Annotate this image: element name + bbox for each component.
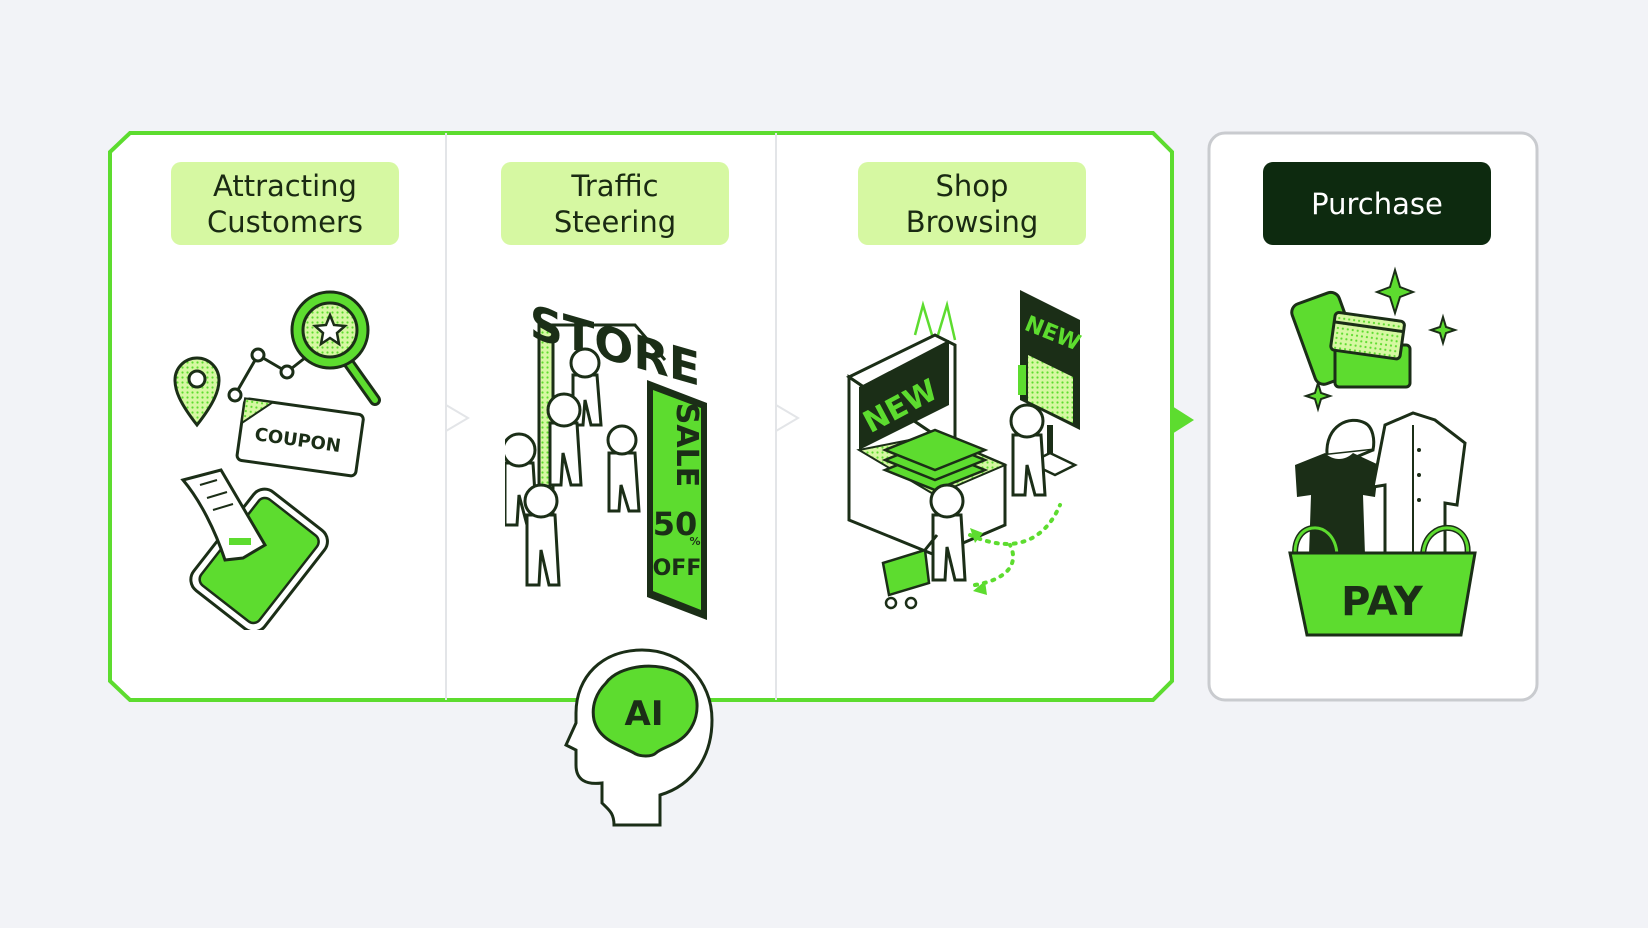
store-sign-text: STORE <box>530 295 700 398</box>
shopping-cart-icon <box>881 534 939 610</box>
stage-label-line2: Browsing <box>905 204 1039 239</box>
stage-label-line2: Steering <box>553 204 677 239</box>
coupon-icon: COUPON <box>235 397 365 478</box>
stage-label-line1: Traffic <box>571 168 659 203</box>
trend-line <box>233 348 316 396</box>
stage-label-traffic: Traffic Steering <box>501 162 729 245</box>
stage-label-line1: Purchase <box>1311 186 1443 221</box>
person-icon <box>606 424 641 513</box>
sparkle-icon <box>1374 266 1416 317</box>
stage-label-line1: Shop <box>935 168 1009 203</box>
stage-label-line2: Customers <box>207 204 363 239</box>
shopping-basket-pay-icon: PAY <box>1288 266 1477 637</box>
divider-1-chevron <box>445 404 470 432</box>
tshirt-icon <box>1295 453 1379 555</box>
stage-label-attracting: Attracting Customers <box>171 162 399 245</box>
stage-label-line1: Attracting <box>213 168 357 203</box>
star-icon <box>311 311 349 347</box>
person-icon <box>523 483 561 587</box>
location-pin-icon <box>173 356 221 428</box>
ai-text: AI <box>625 694 664 734</box>
sale-text: SALE <box>669 403 704 487</box>
discount-text: 50 <box>653 505 698 543</box>
basket-icon <box>1288 551 1477 637</box>
off-text: OFF <box>653 556 702 581</box>
percent-text: % <box>689 535 700 548</box>
person-icon <box>929 483 967 582</box>
person-icon <box>1009 403 1047 497</box>
sparkle-icon <box>1427 313 1459 347</box>
shirt-icon <box>1371 411 1467 567</box>
sparkle-icon <box>1302 379 1334 413</box>
stage-label-purchase: Purchase <box>1263 162 1491 245</box>
person-icon <box>546 392 583 487</box>
coupon-phone-search-icon: COUPON <box>173 290 381 630</box>
store-display-icon: NEW NEW <box>846 290 1084 610</box>
divider-2-chevron <box>775 404 800 432</box>
stage-label-browsing: Shop Browsing <box>858 162 1086 245</box>
flow-arrow-icon <box>1172 406 1194 434</box>
ai-head-icon: AI <box>564 648 714 827</box>
receipt-icon <box>180 468 268 562</box>
store-entrance-icon: STORE SALE 50 % OFF <box>505 295 707 620</box>
pay-text: PAY <box>1341 579 1424 625</box>
credit-card-icon <box>1329 311 1412 389</box>
